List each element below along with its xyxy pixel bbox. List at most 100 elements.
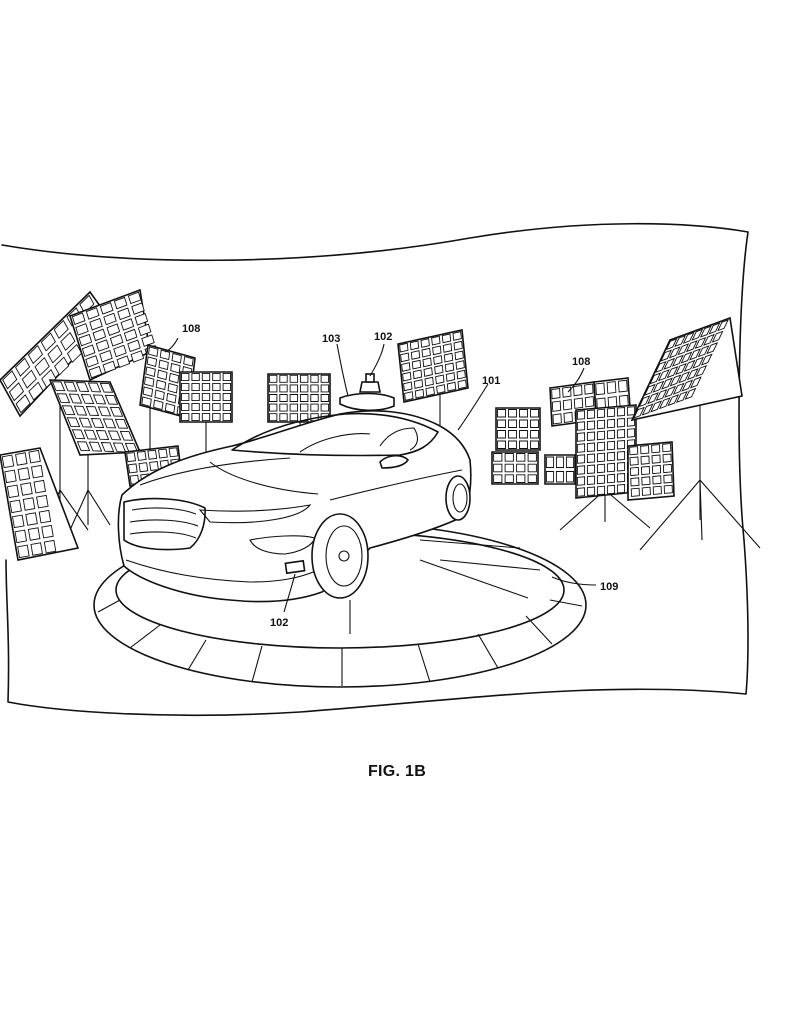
board-cell <box>310 374 319 383</box>
board-cell <box>310 384 319 393</box>
board-cell <box>113 344 127 358</box>
board-cell <box>662 453 672 463</box>
board-cell <box>106 323 121 336</box>
board-cell <box>68 393 83 404</box>
board-cell <box>562 399 573 411</box>
board-cell <box>444 362 455 373</box>
board-cell <box>279 394 288 402</box>
board-cell <box>17 467 31 481</box>
board-cell <box>279 374 288 383</box>
board-cell <box>424 376 434 387</box>
board-cell <box>71 429 86 440</box>
backdrop-outline <box>1 222 749 717</box>
board-cell <box>432 345 442 356</box>
board-cell <box>694 337 707 349</box>
board-cell <box>27 344 44 365</box>
board-cell <box>191 412 200 422</box>
board-cell <box>15 357 31 377</box>
board-cell <box>596 474 606 485</box>
ref-109: 109 <box>600 581 618 593</box>
board-cell <box>212 382 221 392</box>
board-cell <box>404 391 414 401</box>
board-cell <box>201 402 211 412</box>
board-cell <box>78 333 93 347</box>
board-cell <box>606 462 616 473</box>
board-cell <box>131 302 145 315</box>
board-cell <box>413 379 424 389</box>
board-cell <box>576 421 586 431</box>
board-cell <box>596 419 606 430</box>
board-cell <box>168 372 180 384</box>
board-cell <box>436 384 446 394</box>
board-cell <box>399 342 409 353</box>
board-cell <box>87 382 102 393</box>
board-cell <box>516 453 526 462</box>
board-cell <box>421 347 431 358</box>
vehicle <box>117 410 472 603</box>
board-cell <box>27 527 41 541</box>
board-cell <box>401 362 411 372</box>
board-cell <box>630 487 640 497</box>
board-cell <box>684 387 697 400</box>
board-cell <box>30 464 44 479</box>
board-cell <box>142 386 154 397</box>
board-cell <box>109 406 124 417</box>
board-cell <box>655 389 668 401</box>
board-cell <box>414 388 425 399</box>
board-cell <box>51 381 66 392</box>
board-cell <box>650 400 663 413</box>
board-cell <box>678 371 691 384</box>
board-cell <box>75 382 90 392</box>
board-cell <box>54 356 70 376</box>
board-cell <box>109 334 124 347</box>
board-cell <box>41 368 57 389</box>
board-cell <box>433 355 443 365</box>
board-cell <box>657 369 670 382</box>
leader-lines <box>164 337 597 613</box>
board-cell <box>551 400 562 412</box>
board-cell <box>89 317 103 331</box>
board-cell <box>669 374 682 387</box>
board-cell <box>158 359 169 371</box>
board-cell <box>672 382 685 395</box>
board-cell <box>9 499 22 514</box>
board-cell <box>527 474 537 483</box>
board-cell <box>651 444 661 454</box>
board-cell <box>289 384 299 393</box>
board-cell <box>412 369 423 380</box>
board-cell <box>402 371 412 382</box>
board-cell <box>289 374 299 383</box>
board-cell <box>14 529 28 544</box>
board-cell <box>630 477 640 487</box>
board-cell <box>662 443 672 453</box>
board-cell <box>76 441 91 452</box>
calibration-board <box>495 407 541 451</box>
board-cell <box>565 456 575 468</box>
board-cell <box>183 356 194 367</box>
board-cell <box>527 453 537 462</box>
board-cell <box>22 497 36 511</box>
board-cell <box>268 394 278 402</box>
board-cell <box>268 403 278 412</box>
board-cell <box>677 343 690 356</box>
board-cell <box>212 412 221 422</box>
board-cell <box>685 340 698 353</box>
board-cell <box>454 350 464 361</box>
board-cell <box>15 394 31 414</box>
board-cell <box>616 429 626 439</box>
board-cell <box>310 394 319 402</box>
board-cell <box>584 396 595 408</box>
board-cell <box>63 381 78 392</box>
board-cell <box>667 394 680 407</box>
board-cell <box>616 418 626 428</box>
board-cell <box>606 451 616 462</box>
board-cell <box>662 463 673 474</box>
board-cell <box>201 392 211 402</box>
board-cell <box>181 372 190 382</box>
board-cell <box>586 464 596 474</box>
board-cell <box>663 357 676 370</box>
board-cell <box>120 318 135 331</box>
ref-101: 101 <box>482 375 500 387</box>
board-cell <box>576 465 586 475</box>
